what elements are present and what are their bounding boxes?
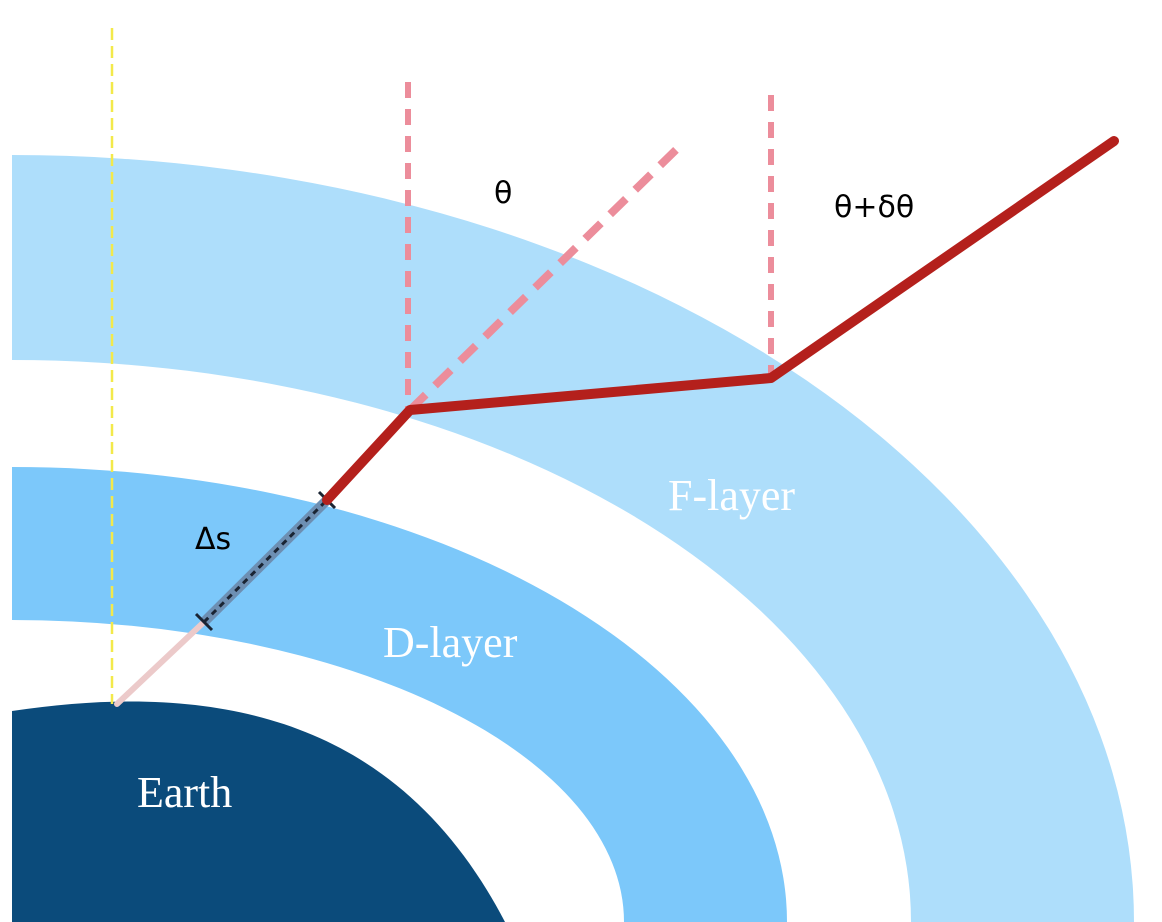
ray-extension-line xyxy=(407,140,686,413)
delta-s-dash xyxy=(202,498,329,624)
f-layer-band xyxy=(12,155,1134,922)
earth-label: Earth xyxy=(137,768,232,817)
f-layer-label: F-layer xyxy=(668,471,795,520)
earth-shape xyxy=(12,701,505,922)
d-layer-label: D-layer xyxy=(383,618,518,667)
ray-faint-segment xyxy=(114,619,207,707)
theta-label: θ xyxy=(494,176,512,211)
d-layer-band xyxy=(12,467,787,922)
delta-s-lower-tick xyxy=(194,612,214,632)
refracted-ray-path xyxy=(322,136,1119,505)
theta-plus-delta-label: θ+δθ xyxy=(834,190,914,225)
delta-s-label: Δs xyxy=(195,522,231,557)
